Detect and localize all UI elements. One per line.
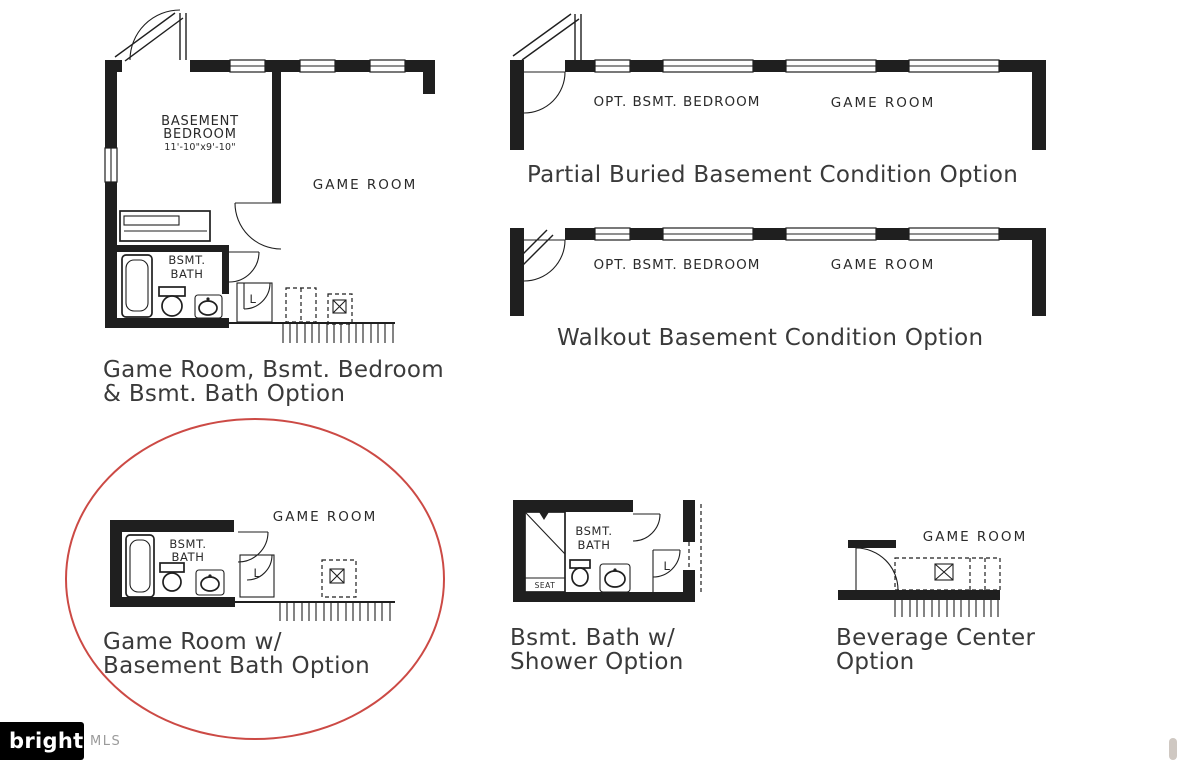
door-arc (129, 9, 181, 61)
room-label-basement-line2: BEDROOM (163, 127, 236, 142)
entry-door (523, 71, 566, 114)
caption-partial-buried: Partial Buried Basement Condition Option (527, 162, 1019, 188)
sink-icon (194, 294, 223, 319)
room-label-game-room: GAME ROOM (831, 95, 935, 111)
caption-line: & Bsmt. Bath Option (103, 381, 346, 408)
linen-closet (652, 549, 681, 592)
bright-logo-text: bright (9, 729, 84, 753)
caption-line: Basement Bath Option (103, 653, 371, 680)
room-label-bath-line2: BATH (171, 267, 204, 281)
caption-line: Shower Option (510, 649, 684, 676)
caption-game-room-bath: Game Room w/ Basement Bath Option (103, 630, 370, 679)
caption-beverage-center: Beverage Center Option (836, 626, 1035, 675)
caption-line: Walkout Basement Condition Option (557, 325, 984, 351)
caption-line: Partial Buried Basement Condition Option (527, 162, 1019, 188)
sink-icon (195, 569, 225, 596)
toilet-icon (159, 562, 185, 592)
room-label-game-room: GAME ROOM (923, 529, 1027, 545)
vertical-scrollbar-thumb[interactable] (1169, 738, 1177, 760)
walls (104, 59, 435, 328)
bright-logo-box: bright (0, 722, 84, 760)
bedroom-door (234, 202, 282, 250)
room-label-linen: L (663, 559, 670, 573)
walls (510, 59, 1046, 150)
mls-logo-text: MLS (90, 733, 122, 749)
highlight-circle (65, 418, 445, 740)
bathtub-icon (125, 534, 155, 598)
room-label-bath-line1: BSMT. (575, 524, 612, 538)
bar-sink-icon (934, 563, 954, 581)
stair-hatch (235, 601, 395, 621)
floor-plan-walkout: OPT. BSMT. BEDROOM GAME ROOM (510, 227, 1046, 316)
room-label-opt-bedroom: OPT. BSMT. BEDROOM (594, 94, 761, 110)
room-label-basement-line1: BASEMENT (161, 114, 239, 129)
stair-entry-symbol (512, 13, 582, 61)
stair-hatch (894, 600, 999, 617)
walls (838, 540, 1000, 600)
toilet-icon (569, 559, 591, 587)
sink-icon (599, 563, 631, 593)
room-label-game-room: GAME ROOM (831, 257, 935, 273)
bathtub-icon (121, 254, 153, 318)
bath-door (632, 513, 661, 542)
caption-walkout: Walkout Basement Condition Option (557, 325, 984, 351)
caption-line: Option (836, 649, 915, 676)
room-dimensions: 11'-10"x9'-10" (164, 142, 236, 153)
shower-head-marker (539, 512, 549, 520)
optional-equipment-dashed (285, 287, 353, 325)
caption-bath-shower: Bsmt. Bath w/ Shower Option (510, 626, 684, 675)
room-label-bath-line2: BATH (172, 550, 205, 564)
caption-line: Game Room w/ (103, 629, 282, 655)
brightmls-logo: bright MLS (0, 722, 121, 760)
label-seat: SEAT (535, 581, 556, 590)
room-label-bath-line1: BSMT. (169, 537, 206, 551)
walls (110, 520, 235, 607)
room-label-bath-line2: BATH (578, 538, 611, 552)
optional-equipment-dashed (321, 559, 357, 598)
toilet-icon (158, 286, 186, 317)
floor-plan-partial-buried: OPT. BSMT. BEDROOM GAME ROOM (510, 13, 1046, 150)
closet-dresser (119, 210, 211, 242)
entry-door (855, 547, 899, 591)
caption-bedroom-option: Game Room, Bsmt. Bedroom & Bsmt. Bath Op… (103, 358, 444, 407)
bath-door (237, 531, 269, 563)
bath-door (228, 251, 260, 283)
stair-entry-symbol (114, 9, 187, 62)
room-label-bath-line1: BSMT. (168, 253, 205, 267)
entry-door (523, 239, 566, 282)
floor-plan-bedroom-option: BASEMENT BEDROOM 11'-10"x9'-10" GAME ROO… (104, 9, 435, 343)
room-label-linen: L (253, 566, 260, 580)
room-label-game-room: GAME ROOM (273, 509, 377, 525)
floor-plan-game-room-bath: GAME ROOM BSMT. BATH L (110, 509, 395, 621)
room-label-linen: L (249, 292, 256, 306)
stair-hatch (229, 322, 395, 343)
room-label-opt-bedroom: OPT. BSMT. BEDROOM (594, 257, 761, 273)
room-label-game-room: GAME ROOM (313, 177, 417, 193)
shower-icon (524, 511, 566, 593)
caption-line: Game Room, Bsmt. Bedroom (103, 357, 444, 383)
linen-closet (239, 554, 275, 598)
floor-plan-beverage-center: GAME ROOM (838, 529, 1027, 617)
walls (513, 500, 702, 602)
floor-plan-bath-shower: BSMT. BATH SEAT L (513, 500, 702, 602)
beverage-counter-dashed (894, 557, 1001, 591)
caption-line: Beverage Center (836, 625, 1036, 651)
caption-line: Bsmt. Bath w/ (510, 625, 676, 651)
walls (510, 227, 1046, 316)
